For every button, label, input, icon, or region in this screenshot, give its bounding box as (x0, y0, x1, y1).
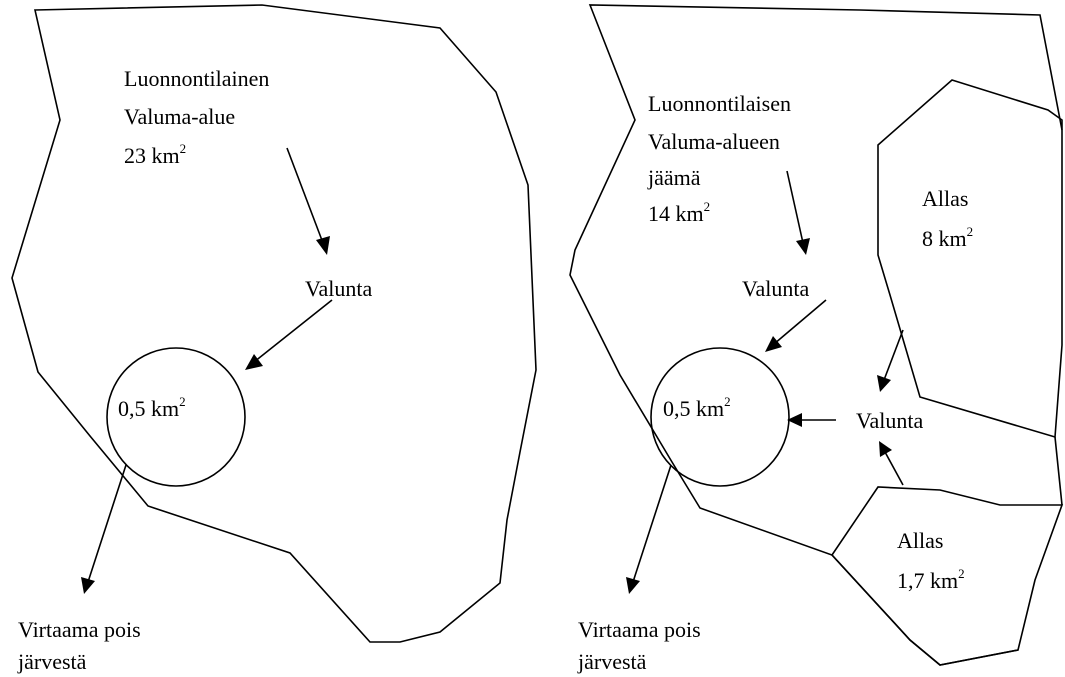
left-arrowhead-3 (81, 577, 95, 594)
left-arrowhead-2 (245, 354, 263, 370)
left-arrow-runoff-to-lake (253, 299, 333, 363)
right-runoff-label-2: Valunta (856, 408, 923, 433)
right-outflow-label: Virtaama pois järvestä (577, 617, 706, 674)
right-catchment-boundary (569, 4, 1063, 666)
left-runoff-label: Valunta (305, 276, 372, 301)
right-arrowhead-5 (879, 441, 892, 457)
reservoir-8-label: Allas (922, 186, 968, 211)
right-arrow-runoff-to-lake (773, 299, 827, 345)
right-catchment-area: 14 km2 (648, 199, 710, 226)
right-arrowhead-2 (765, 336, 782, 352)
right-arrow-outflow (632, 464, 672, 583)
left-catchment-boundary (11, 4, 537, 643)
left-lake-area: 0,5 km2 (118, 394, 186, 421)
right-lake-area: 0,5 km2 (663, 394, 731, 421)
left-arrow-catchment-to-runoff (286, 147, 324, 244)
right-arrowhead-6 (626, 577, 640, 594)
left-arrowhead-1 (316, 236, 330, 255)
reservoir-1-7-area: 1,7 km2 (897, 566, 965, 593)
right-arrow-reservoir-to-runoff (883, 329, 904, 381)
right-arrowhead-1 (796, 238, 810, 255)
right-runoff-label: Valunta (742, 276, 809, 301)
left-panel: Luonnontilainen Valuma-alue 23 km2 Valun… (11, 4, 537, 674)
reservoir-8-area: 8 km2 (922, 224, 973, 251)
right-arrow-reservoir2-to-runoff (884, 451, 904, 486)
right-arrow-catchment-to-runoff (786, 170, 804, 244)
left-catchment-label: Luonnontilainen Valuma-alue (124, 66, 275, 129)
left-arrow-outflow (87, 464, 127, 583)
left-catchment-area: 23 km2 (124, 141, 186, 168)
left-outflow-label: Virtaama pois järvestä (17, 617, 146, 674)
right-reservoir-1-7-boundary (830, 486, 1064, 666)
right-arrowhead-4 (787, 413, 802, 427)
right-arrowhead-3 (877, 375, 891, 392)
right-catchment-label: Luonnontilaisen Valuma-alueen jäämä (647, 91, 796, 190)
right-panel: Luonnontilaisen Valuma-alueen jäämä 14 k… (569, 4, 1064, 674)
right-lake-circle (650, 347, 790, 487)
reservoir-1-7-label: Allas (897, 528, 943, 553)
left-lake-circle (106, 347, 246, 487)
right-reservoir-8-boundary (877, 79, 1063, 439)
right-divider-line (1054, 436, 1063, 506)
